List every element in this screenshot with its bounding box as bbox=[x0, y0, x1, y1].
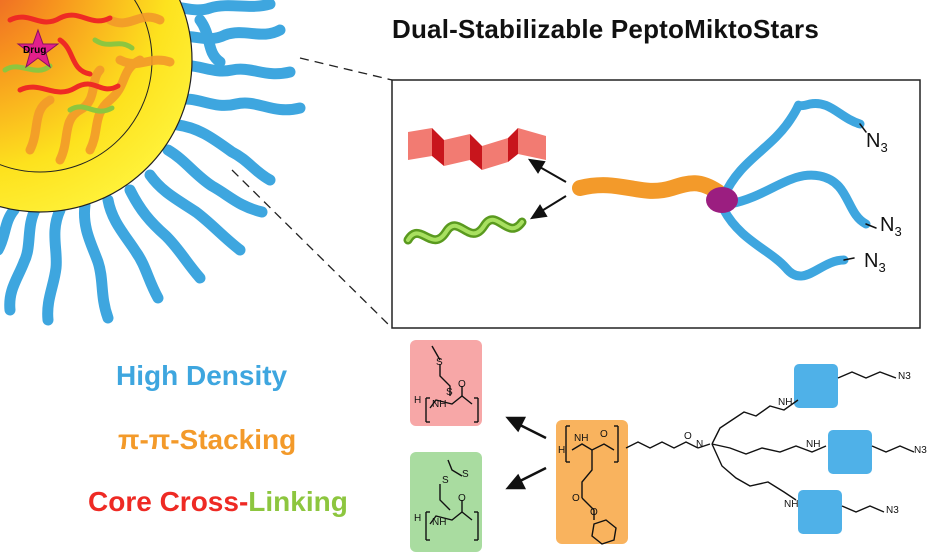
cysteine-structure bbox=[425, 345, 479, 423]
micelle-core bbox=[0, 0, 192, 212]
cysteine-box bbox=[410, 340, 482, 426]
chem-s-cys: S bbox=[436, 357, 443, 368]
chem-n-core: N bbox=[696, 439, 704, 450]
glutamate-structure bbox=[565, 425, 619, 545]
diagram-title: Dual-Stabilizable PeptoMiktoStars bbox=[392, 14, 820, 44]
azide-label-3: N3 bbox=[864, 250, 886, 275]
homocysteine-box bbox=[410, 452, 482, 552]
chem-o-glu-3: O bbox=[590, 507, 598, 518]
sarcosine-box-top bbox=[794, 364, 838, 408]
zoom-line-top bbox=[299, 57, 393, 81]
chem-nh-arm3: NH bbox=[784, 499, 799, 510]
chem-o-linker: O bbox=[684, 431, 692, 442]
alpha-helix-icon bbox=[403, 215, 527, 245]
chem-o-hcy: O bbox=[458, 493, 466, 504]
reaction-arrows bbox=[505, 416, 547, 490]
property-pi-stacking: π-π-Stacking bbox=[118, 424, 297, 455]
drug-label: Drug bbox=[23, 45, 47, 56]
property-core-crosslinking: Core Cross-Linking bbox=[88, 486, 348, 517]
micelle-illustration bbox=[0, 0, 306, 326]
sarcosine-box-mid bbox=[828, 430, 872, 474]
chem-n3-top: N3 bbox=[898, 371, 911, 382]
chem-nh-hcy: NH bbox=[432, 517, 447, 528]
chem-s-hcy: S bbox=[442, 475, 449, 486]
homocysteine-structure bbox=[425, 459, 479, 541]
chem-s-cys-2: S bbox=[446, 387, 453, 398]
chem-h-glu: H bbox=[558, 445, 566, 456]
chem-o-glu: O bbox=[600, 429, 608, 440]
glutamate-box bbox=[556, 420, 628, 544]
chem-o-cys: O bbox=[458, 379, 466, 390]
junction-point bbox=[706, 187, 738, 213]
chem-n3-bottom: N3 bbox=[886, 505, 899, 516]
chem-o-glu-2: O bbox=[572, 493, 580, 504]
property-high-density: High Density bbox=[116, 360, 288, 391]
beta-sheet-icon bbox=[408, 128, 546, 170]
linker-structure bbox=[625, 371, 915, 513]
chem-s-hcy-2: S bbox=[462, 469, 469, 480]
chem-nh-arm2: NH bbox=[806, 439, 821, 450]
drug-star-icon bbox=[16, 28, 60, 69]
zoom-box bbox=[391, 79, 921, 329]
sarcosine-box-bottom bbox=[798, 490, 842, 534]
chem-nh-arm1: NH bbox=[778, 397, 793, 408]
core-strands bbox=[25, 12, 175, 165]
crosslinked-chains bbox=[2, 12, 135, 114]
azide-label-1: N3 bbox=[866, 130, 888, 155]
chem-n3-mid: N3 bbox=[914, 445, 927, 456]
zoom-line-bottom bbox=[231, 169, 393, 329]
azide-label-2: N3 bbox=[880, 214, 902, 239]
chem-h-hcy: H bbox=[414, 513, 422, 524]
chem-nh-cys: NH bbox=[432, 399, 447, 410]
assembly-arrows bbox=[527, 158, 567, 220]
chem-nh-glu: NH bbox=[574, 433, 589, 444]
miktoarm-polymer bbox=[572, 98, 877, 281]
chem-h-cys: H bbox=[414, 395, 422, 406]
